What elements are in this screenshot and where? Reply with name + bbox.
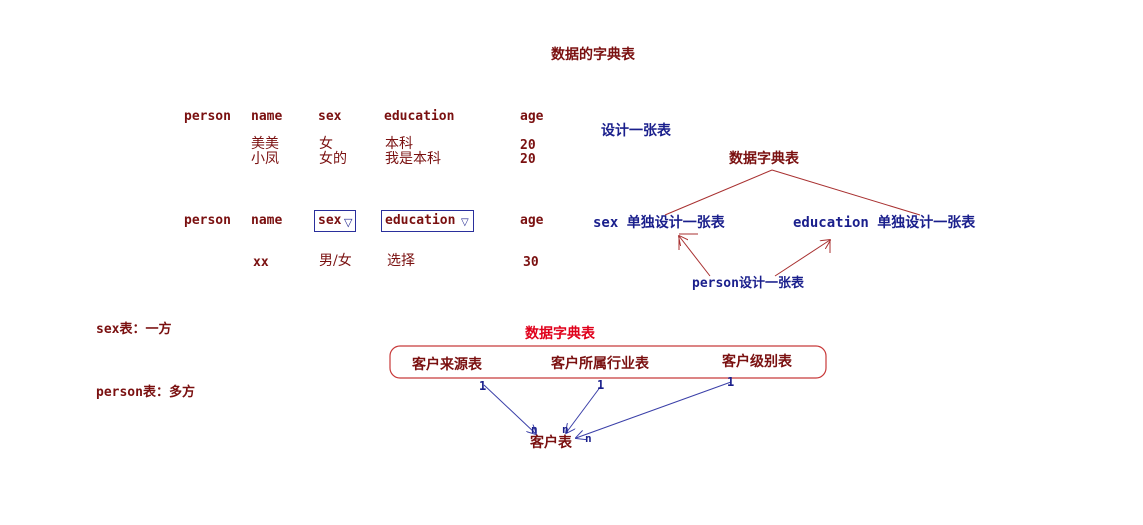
table1-row1-name: 美美 <box>251 136 279 152</box>
table1-row2-age: 20 <box>520 152 536 167</box>
dictionary-box <box>389 345 827 379</box>
design-sex-node: sex 单独设计一张表 <box>593 215 725 231</box>
sex-dropdown-chevron-icon: ▽ <box>344 216 353 229</box>
root-to-sex-line <box>664 169 773 216</box>
education-dropdown-label: education <box>385 213 456 228</box>
level-many-label: n <box>585 432 592 445</box>
person-to-education-arrow <box>774 240 830 277</box>
table1-row1-sex: 女 <box>319 136 333 152</box>
source-many-label: n <box>531 423 538 436</box>
dictionary-table-source: 客户来源表 <box>412 357 482 373</box>
dictionary-table-level: 客户级别表 <box>722 354 792 370</box>
table2-row-sex: 男/女 <box>319 253 352 269</box>
person-to-sex-arrow <box>679 236 711 277</box>
table1-header-person: person <box>184 109 231 124</box>
page-title: 数据的字典表 <box>551 47 635 63</box>
sex-dropdown-label: sex <box>318 213 342 228</box>
table1-row1-education: 本科 <box>385 136 413 152</box>
design-heading: 设计一张表 <box>601 123 671 139</box>
table1-row2-education: 我是本科 <box>385 151 441 167</box>
table1-row1-age: 20 <box>520 138 536 153</box>
note-many-side: person表：多方 <box>96 385 195 400</box>
table2-header-age: age <box>520 213 544 228</box>
table1-header-name: name <box>251 109 283 124</box>
table2-header-person: person <box>184 213 231 228</box>
sex-dropdown: sex ▽ <box>314 210 356 232</box>
design-education-node: education 单独设计一张表 <box>793 215 976 231</box>
industry-many-label: n <box>562 423 569 436</box>
table1-row2-sex: 女的 <box>319 151 347 167</box>
table2-header-name: name <box>251 213 283 228</box>
industry-one-label: 1 <box>597 378 605 392</box>
education-dropdown: education ▽ <box>381 210 474 232</box>
table1-row2-name: 小凤 <box>251 151 279 167</box>
education-dropdown-chevron-icon: ▽ <box>461 217 469 228</box>
table2-row-name: xx <box>253 255 269 270</box>
dictionary-title: 数据字典表 <box>525 326 595 342</box>
table2-row-education: 选择 <box>387 253 415 269</box>
root-to-education-line <box>771 169 921 216</box>
note-one-side: sex表：一方 <box>96 322 172 337</box>
table2-row-age: 30 <box>523 255 539 270</box>
dictionary-table-industry: 客户所属行业表 <box>551 356 649 372</box>
level-to-customer-arrow <box>576 381 732 438</box>
table1-header-age: age <box>520 109 544 124</box>
source-one-label: 1 <box>479 379 487 393</box>
level-one-label: 1 <box>727 375 735 389</box>
design-root: 数据字典表 <box>729 151 799 167</box>
source-to-customer-arrow <box>483 384 536 434</box>
table1-header-education: education <box>384 109 455 124</box>
design-person-node: person设计一张表 <box>692 276 804 291</box>
industry-to-customer-arrow <box>566 385 602 433</box>
dictionary-target-customer: 客户表 <box>530 435 572 451</box>
table1-header-sex: sex <box>318 109 342 124</box>
